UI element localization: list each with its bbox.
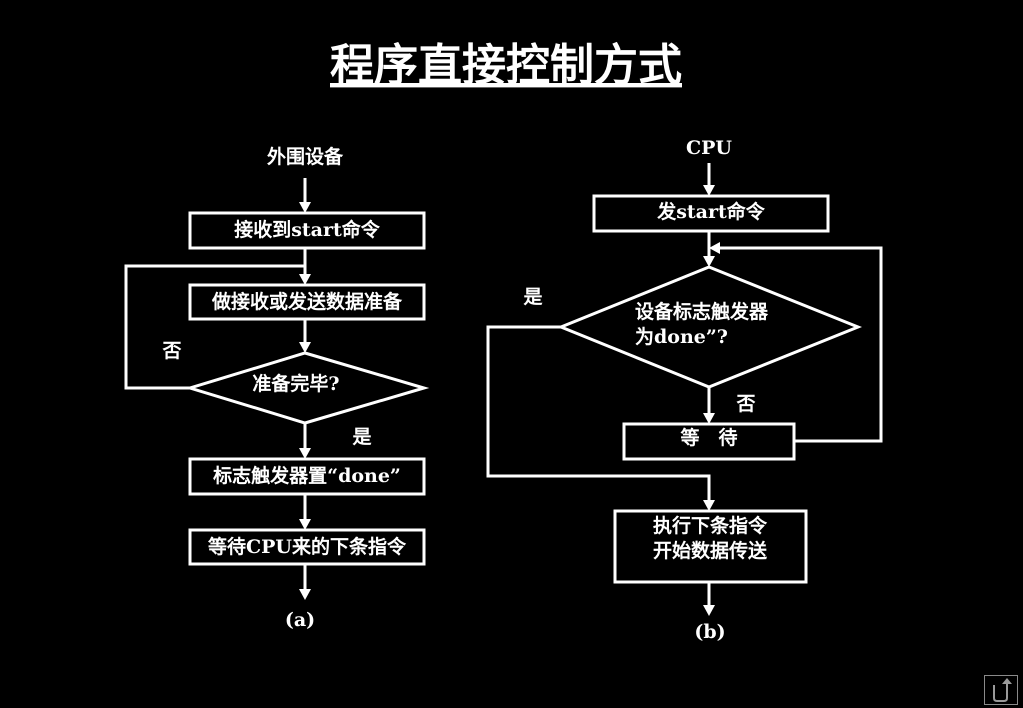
left-box-set-flag-label: 标志触发器置“done”	[213, 464, 401, 487]
left-arrow-prepare-to-decision	[299, 319, 311, 353]
right-decision-label-line2: 为done”?	[635, 325, 728, 348]
right-yes-label: 是	[523, 286, 542, 308]
left-arrow-start-to-receive	[299, 178, 311, 213]
left-box-wait-label: 等待CPU来的下条指令	[207, 535, 407, 558]
right-box-wait-label: 等 待	[679, 426, 737, 449]
left-box-receive-label: 接收到start命令	[234, 218, 381, 241]
right-box-send	[592, 194, 830, 233]
right-arrow-send-to-decision	[703, 231, 715, 267]
right-caption: (b)	[694, 621, 725, 643]
return-arrow-icon	[993, 678, 1012, 702]
right-box-send-label: 发start命令	[656, 200, 766, 223]
right-arrow-decision-to-wait	[703, 387, 715, 424]
right-arrow-start-to-send	[703, 163, 715, 196]
left-box-receive	[188, 211, 426, 250]
right-yes-path	[486, 325, 715, 511]
left-start-label: 外围设备	[267, 145, 344, 168]
right-start-label: CPU	[686, 137, 732, 159]
left-yes-label: 是	[352, 426, 371, 448]
right-box-execute-label-line1: 执行下条指令	[653, 514, 768, 537]
left-box-prepare-label: 做接收或发送数据准备	[211, 290, 403, 313]
left-box-wait	[188, 528, 426, 566]
left-decision-label: 准备完毕?	[252, 372, 339, 395]
left-arrow-receive-to-prepare	[299, 248, 311, 285]
left-box-set-flag	[188, 457, 426, 496]
right-loop-back-path	[709, 242, 883, 443]
left-box-prepare	[188, 283, 426, 321]
left-no-label: 否	[161, 340, 181, 362]
right-decision-label-line1: 设备标志触发器	[635, 300, 769, 323]
page-title: 程序直接控制方式	[330, 40, 682, 91]
right-no-label: 否	[735, 393, 755, 415]
back-button[interactable]	[984, 675, 1018, 705]
right-arrow-execute-to-end	[703, 582, 715, 616]
left-arrow-decision-to-flag	[299, 423, 311, 459]
left-arrow-flag-to-wait	[299, 494, 311, 530]
right-box-execute-label-line2: 开始数据传送	[653, 539, 768, 562]
left-arrow-wait-to-end	[299, 564, 311, 600]
left-caption: (a)	[285, 609, 315, 631]
left-loop-no-path	[124, 264, 305, 390]
